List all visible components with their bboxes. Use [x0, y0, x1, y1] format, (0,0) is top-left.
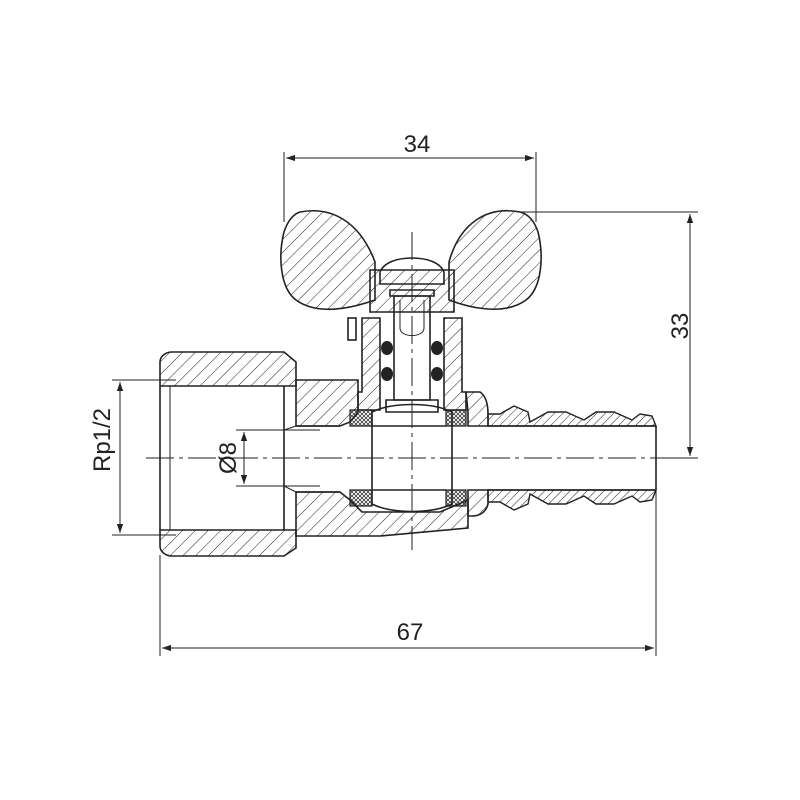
- handle-left-wing: [280, 210, 376, 311]
- butterfly-handle: [280, 210, 542, 313]
- dimension-thread: Rp1/2: [89, 379, 176, 536]
- nut-lower-wall: [159, 529, 297, 557]
- dimension-label-height: 33: [667, 313, 694, 340]
- dimension-label-handle-width: 34: [404, 131, 431, 158]
- handle-right-wing: [448, 210, 542, 311]
- handle-screw-head: [379, 257, 445, 285]
- hose-barb-outlet: [487, 405, 658, 511]
- body-right-upper: [465, 391, 489, 427]
- o-ring-lower-left: [381, 367, 393, 381]
- stem-assembly: [347, 295, 467, 413]
- o-ring-upper-right: [431, 341, 443, 355]
- female-thread-nut: [159, 351, 297, 557]
- stem-housing-left: [357, 317, 381, 411]
- stem-housing-right: [443, 317, 467, 411]
- body-lower-wall: [295, 491, 469, 537]
- seat-lower-right: [445, 489, 467, 507]
- dimension-height: 33: [520, 211, 698, 459]
- handle-hub: [369, 269, 455, 313]
- ball-and-seats: [349, 403, 467, 513]
- valve-body: [295, 379, 489, 537]
- seat-upper-left: [349, 409, 373, 427]
- barb-upper-ridges: [487, 405, 658, 427]
- dimension-label-thread: Rp1/2: [89, 408, 116, 472]
- nut-upper-wall: [159, 351, 297, 387]
- body-upper-wall: [295, 379, 359, 427]
- dimension-handle-width: 34: [283, 131, 537, 222]
- seat-upper-right: [445, 409, 467, 427]
- o-ring-upper-left: [381, 341, 393, 355]
- body-right-lower: [467, 489, 489, 517]
- o-ring-lower-right: [431, 367, 443, 381]
- internal-bore: [283, 425, 297, 493]
- dimension-label-total-length: 67: [397, 619, 424, 646]
- barb-lower-ridges: [487, 489, 658, 511]
- seat-lower-left: [349, 489, 373, 507]
